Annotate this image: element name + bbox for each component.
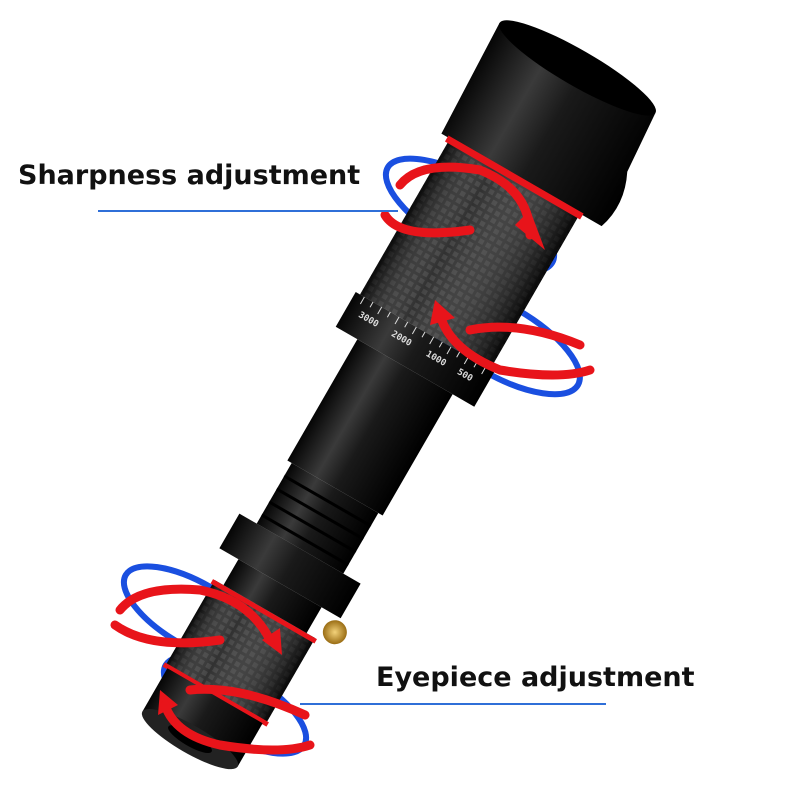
eyepiece-shading [164, 580, 316, 725]
eyepiece-end [142, 668, 263, 767]
arrow-head [430, 300, 455, 325]
main-tube [287, 339, 453, 516]
distance-scale-ring [335, 292, 495, 407]
focus-barrel-shading [360, 138, 580, 370]
sharpness-leader-line [98, 210, 398, 212]
tripod-screw-knob [322, 620, 347, 645]
lens-hood-opening [499, 20, 656, 116]
eyepiece-leader-line [300, 703, 606, 705]
eyepiece-red-stripe [210, 579, 317, 644]
eyepiece-label: Eyepiece adjustment [376, 662, 695, 693]
ribs [260, 474, 372, 567]
arrow-head [515, 210, 545, 250]
eyepiece-rotation-arrows [110, 584, 315, 755]
collar-ring [219, 513, 361, 619]
sharpness-label: Sharpness adjustment [18, 160, 361, 191]
sharpness-rotation-arrows [380, 162, 595, 380]
focus-red-stripe [444, 135, 584, 220]
neck [223, 559, 322, 634]
eyepiece-red-stripe [162, 662, 269, 727]
scale-ticks [359, 296, 487, 375]
